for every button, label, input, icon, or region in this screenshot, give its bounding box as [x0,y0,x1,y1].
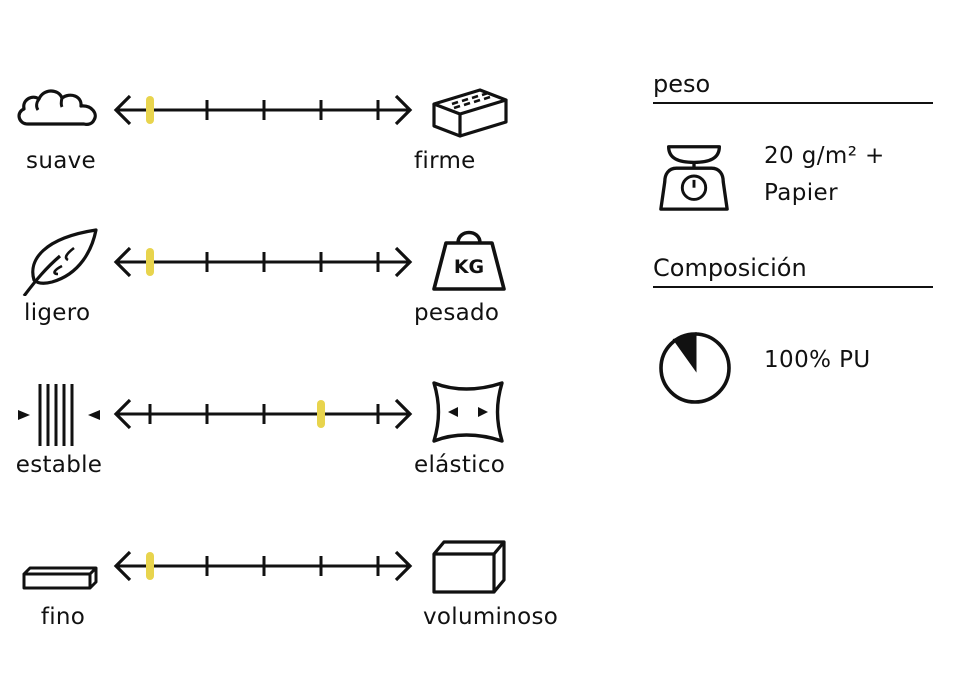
label-light: ligero [24,300,91,326]
label-elastic: elástico [414,452,506,478]
label-stable: estable [15,452,103,478]
pie-chart-icon [659,331,731,404]
weight-value: 20 g/m² + Papier [764,138,885,212]
compressed-lines-icon [18,384,100,446]
cloud-icon [17,89,97,126]
scale-row-weight: KG ligero pesado [0,228,600,380]
kg-text: KG [454,256,484,278]
composition-value: 100% PU [764,347,871,373]
scale-marker [317,400,325,428]
label-heavy: pesado [414,300,500,326]
box-icon [432,540,506,594]
label-soft: suave [26,148,96,174]
scale-marker [146,552,154,580]
label-voluminous: voluminoso [423,604,559,630]
scale-track [113,246,413,278]
weight-value-line1: 20 g/m² + [764,143,885,169]
thin-block-icon [22,566,98,590]
scale-icon [659,145,729,211]
scale-row-volume: fino voluminoso [0,534,600,684]
scale-track [113,550,413,582]
scale-track [113,398,413,430]
feather-icon [22,228,98,296]
scale-track [113,94,413,126]
label-firm: firme [414,148,476,174]
scale-marker [146,248,154,276]
scale-row-elasticity: estable elástico [0,381,600,532]
composition-title: Composición [653,254,933,288]
scale-row-firmness: suave firme [0,78,600,228]
kg-weight-icon: KG [432,230,506,291]
weight-title: peso [653,70,933,104]
stretch-icon [432,381,504,443]
scale-marker [146,96,154,124]
label-thin: fino [40,604,86,630]
brick-icon [432,88,508,138]
weight-value-line2: Papier [764,180,838,206]
